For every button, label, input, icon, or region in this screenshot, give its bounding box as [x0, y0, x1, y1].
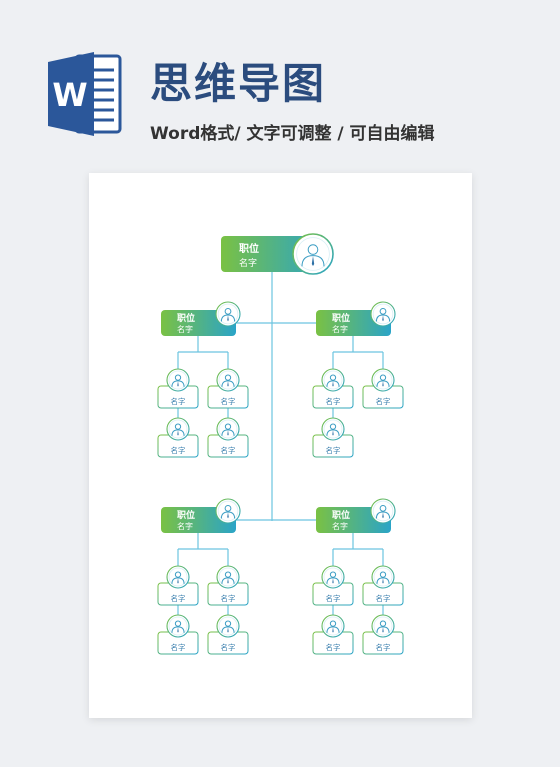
group-avatar-icon — [370, 301, 396, 327]
group-name-label: 名字 — [332, 324, 348, 334]
member-name-label: 名字 — [171, 593, 186, 603]
member-name-label: 名字 — [221, 445, 236, 455]
member-name-label: 名字 — [171, 396, 186, 406]
org-chart: 职位名字职位名字名字名字名字名字职位名字名字名字名字职位名字名字名字名字名字职位… — [157, 233, 404, 655]
root-position-label: 职位 — [239, 242, 259, 255]
member-name-label: 名字 — [326, 445, 341, 455]
member-avatar-icon — [216, 417, 240, 441]
member-name-label: 名字 — [326, 642, 341, 652]
member-name-label: 名字 — [171, 642, 186, 652]
member-name-label: 名字 — [326, 593, 341, 603]
member-name-label: 名字 — [326, 396, 341, 406]
member-node: 名字 — [157, 368, 199, 409]
member-avatar-icon — [166, 417, 190, 441]
member-avatar-icon — [216, 368, 240, 392]
page-title: 思维导图 — [150, 59, 327, 108]
svg-text:W: W — [52, 76, 87, 114]
member-node: 名字 — [207, 417, 249, 458]
member-name-label: 名字 — [221, 396, 236, 406]
member-node: 名字 — [312, 417, 354, 458]
group-position-label: 职位 — [177, 509, 195, 521]
member-avatar-icon — [166, 368, 190, 392]
member-node: 名字 — [157, 565, 199, 606]
member-avatar-icon — [321, 565, 345, 589]
group-position-label: 职位 — [332, 509, 350, 521]
group-name-label: 名字 — [332, 521, 348, 531]
member-node: 名字 — [207, 368, 249, 409]
member-node: 名字 — [207, 614, 249, 655]
member-avatar-icon — [321, 614, 345, 638]
member-avatar-icon — [371, 368, 395, 392]
group-avatar-icon — [215, 498, 241, 524]
member-name-label: 名字 — [376, 642, 391, 652]
member-avatar-icon — [371, 565, 395, 589]
group-name-label: 名字 — [177, 324, 193, 334]
member-node: 名字 — [362, 614, 404, 655]
member-name-label: 名字 — [376, 396, 391, 406]
group-avatar-icon — [215, 301, 241, 327]
member-avatar-icon — [216, 565, 240, 589]
member-node: 名字 — [157, 614, 199, 655]
member-node: 名字 — [207, 565, 249, 606]
page-subtitle: Word格式/ 文字可调整 / 可自由编辑 — [150, 124, 435, 144]
member-node: 名字 — [362, 565, 404, 606]
group-name-label: 名字 — [177, 521, 193, 531]
member-avatar-icon — [216, 614, 240, 638]
member-avatar-icon — [166, 614, 190, 638]
group-avatar-icon — [370, 498, 396, 524]
member-avatar-icon — [166, 565, 190, 589]
member-node: 名字 — [312, 565, 354, 606]
header: W 思维导图 Word格式/ 文字可调整 / 可自由编辑 — [0, 0, 560, 165]
root-name-label: 名字 — [239, 257, 257, 269]
member-node: 名字 — [312, 368, 354, 409]
member-node: 名字 — [157, 417, 199, 458]
member-name-label: 名字 — [221, 593, 236, 603]
member-node: 名字 — [362, 368, 404, 409]
document-page: 职位名字职位名字名字名字名字名字职位名字名字名字名字职位名字名字名字名字名字职位… — [89, 173, 472, 718]
group-position-label: 职位 — [332, 312, 350, 324]
member-avatar-icon — [321, 417, 345, 441]
root-avatar-icon — [292, 233, 334, 275]
member-name-label: 名字 — [221, 642, 236, 652]
member-name-label: 名字 — [171, 445, 186, 455]
member-node: 名字 — [312, 614, 354, 655]
member-avatar-icon — [321, 368, 345, 392]
member-name-label: 名字 — [376, 593, 391, 603]
group-position-label: 职位 — [177, 312, 195, 324]
member-avatar-icon — [371, 614, 395, 638]
word-logo-icon: W — [48, 52, 122, 136]
